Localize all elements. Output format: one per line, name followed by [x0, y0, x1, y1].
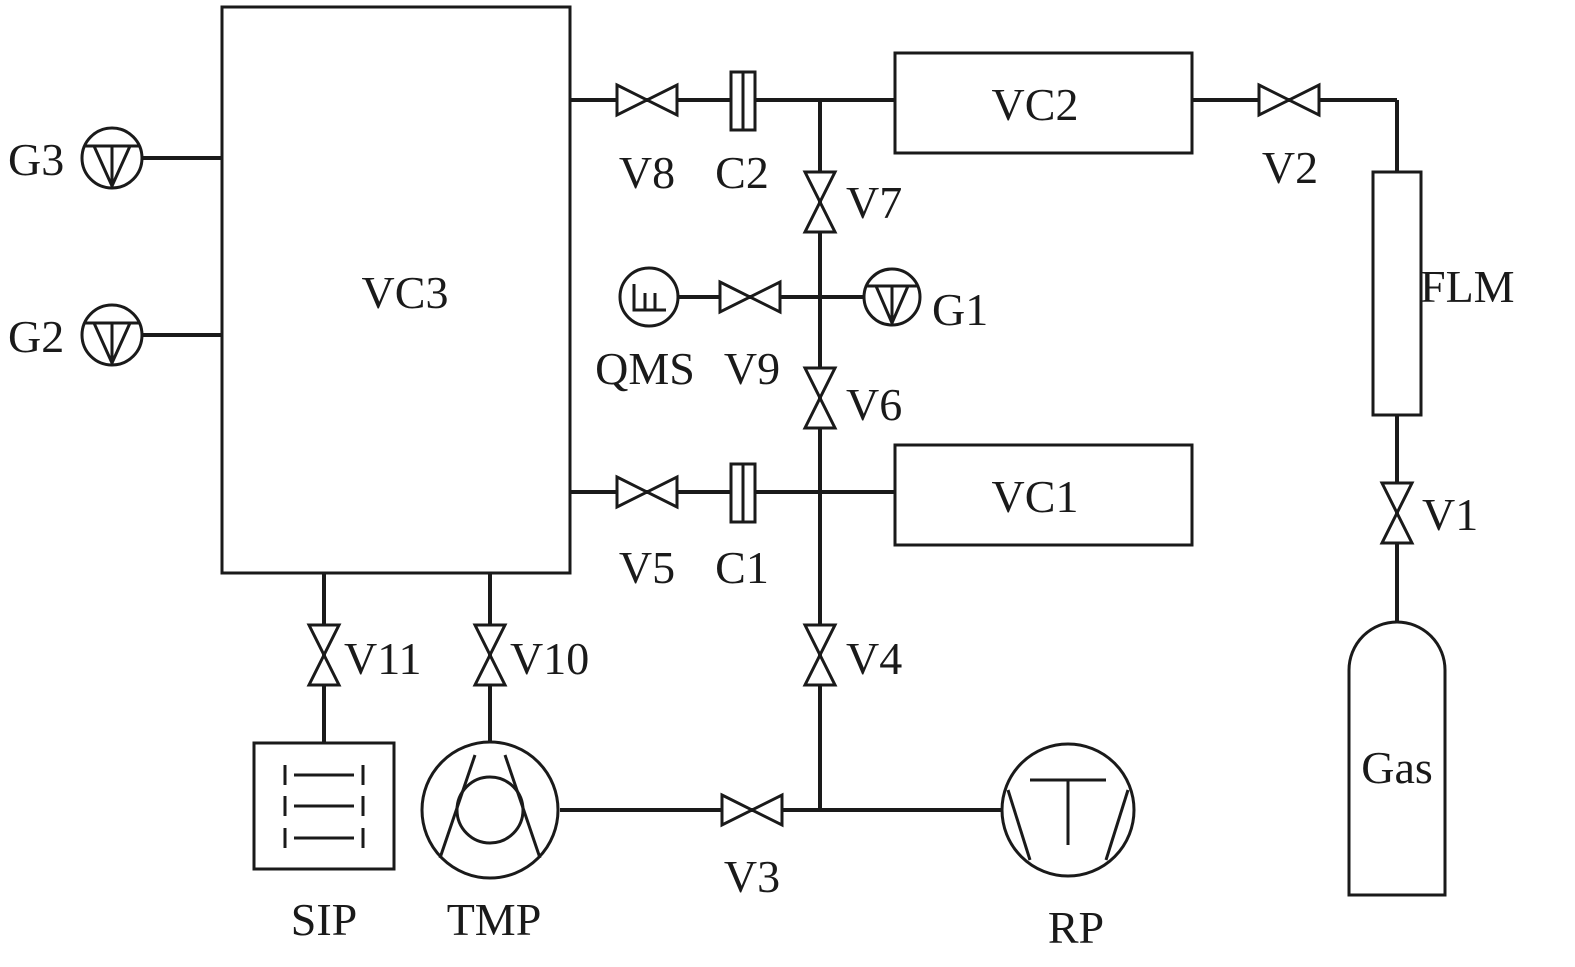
gas-cylinder: Gas	[1347, 620, 1447, 897]
vc3-label: VC3	[362, 267, 449, 318]
v8-label: V8	[619, 147, 675, 198]
c2-label: C2	[715, 147, 769, 198]
valve-v5: V5	[615, 474, 679, 593]
vc1-label: VC1	[992, 471, 1079, 522]
v3-label: V3	[724, 851, 780, 902]
vessel-vc2: VC2	[893, 51, 1194, 155]
c1-label: C1	[715, 542, 769, 593]
valve-v7: V7	[802, 170, 902, 234]
v9-label: V9	[724, 343, 780, 394]
valve-v11: V11	[306, 623, 422, 687]
g1-label: G1	[932, 284, 988, 335]
v4-label: V4	[846, 633, 902, 684]
valve-v6: V6	[802, 366, 902, 430]
valve-v2: V2	[1257, 82, 1321, 193]
orifice-c2: C2	[715, 70, 769, 198]
gauge-g2: G2	[8, 303, 144, 367]
sip-label: SIP	[291, 894, 357, 945]
v6-label: V6	[846, 379, 902, 430]
valve-v10: V10	[472, 623, 589, 687]
turbo-molecular-pump: TMP	[420, 740, 560, 945]
gauge-g3: G3	[8, 126, 144, 190]
v1-label: V1	[1422, 489, 1478, 540]
gauge-g1: G1	[862, 267, 988, 335]
tmp-label: TMP	[447, 894, 542, 945]
orifice-c1: C1	[715, 462, 769, 593]
quadrupole-mass-spectrometer: QMS	[595, 266, 695, 394]
valve-v4: V4	[802, 623, 902, 687]
g3-label: G3	[8, 134, 64, 185]
vc2-label: VC2	[992, 79, 1079, 130]
valve-v8: V8	[615, 82, 679, 198]
valve-v3: V3	[720, 792, 784, 902]
v7-label: V7	[846, 177, 902, 228]
flow-meter-flm: FLM	[1371, 170, 1515, 417]
gas-label: Gas	[1361, 742, 1433, 793]
sputter-ion-pump: SIP	[252, 741, 396, 945]
v2-label: V2	[1262, 142, 1318, 193]
rotary-pump: RP	[1000, 742, 1136, 953]
vessel-vc1: VC1	[893, 443, 1194, 547]
rp-label: RP	[1048, 902, 1104, 953]
g2-label: G2	[8, 311, 64, 362]
qms-label: QMS	[595, 343, 695, 394]
v10-label: V10	[510, 633, 589, 684]
v5-label: V5	[619, 542, 675, 593]
valve-v1: V1	[1379, 481, 1478, 545]
v11-label: V11	[344, 633, 422, 684]
flm-label: FLM	[1420, 261, 1515, 312]
valve-v9: V9	[718, 279, 782, 394]
vessel-vc3: VC3	[220, 5, 572, 575]
